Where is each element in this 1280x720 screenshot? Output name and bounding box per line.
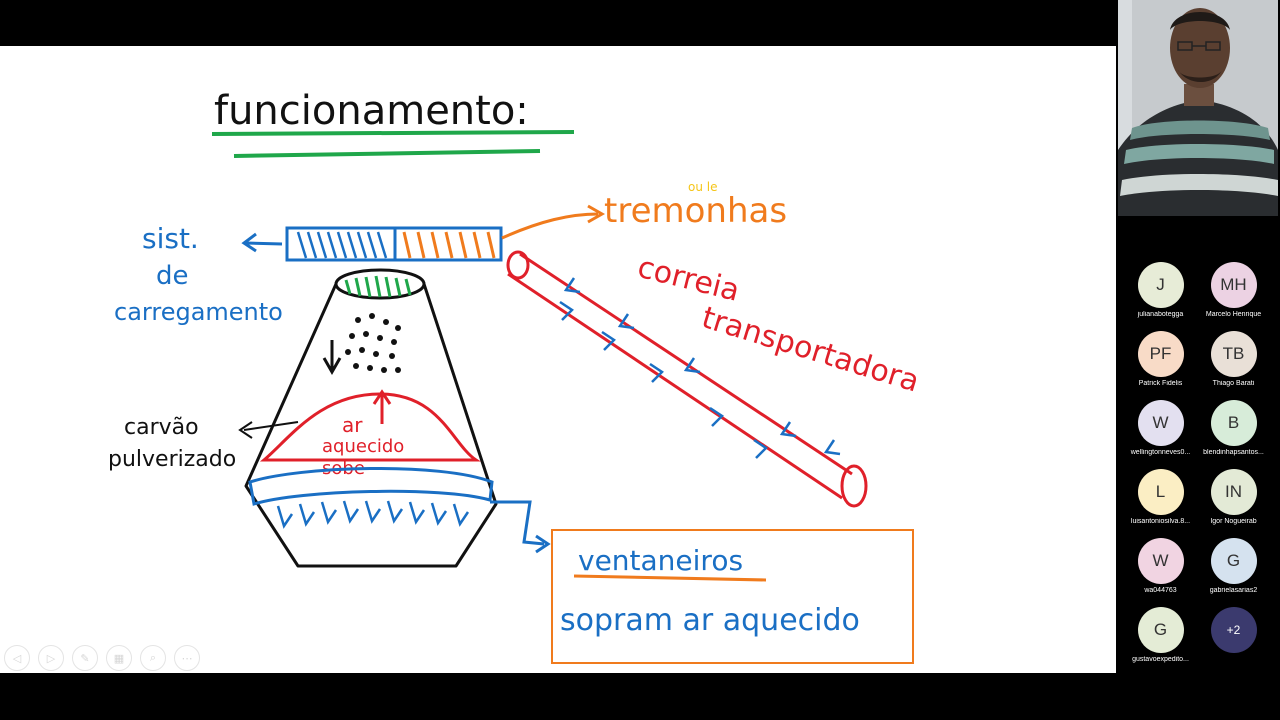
label-aquecido: aquecido xyxy=(322,436,404,457)
rising-arrow xyxy=(372,389,392,424)
participant-name: gabrielasarias2 xyxy=(1209,587,1258,594)
whiteboard-slide: funcionamento: sist. de carregamento tre… xyxy=(0,46,1116,673)
blower-arrows xyxy=(276,500,470,529)
participant-tile[interactable]: W wa044763 xyxy=(1124,538,1197,594)
participant-name: wellingtonneves0... xyxy=(1130,449,1191,456)
label-ou-le: ou le xyxy=(688,180,717,194)
participant-grid: J julianaboteggа MH Marcelo Henrique PF … xyxy=(1124,262,1272,663)
title-text: funcionamento: xyxy=(214,88,529,134)
avatar: J xyxy=(1137,262,1184,308)
presenter-camera[interactable] xyxy=(1118,0,1278,216)
participant-name: Patrick Fidelis xyxy=(1138,380,1183,387)
arrow-to-carvao xyxy=(238,421,299,439)
avatar: G xyxy=(1210,538,1257,584)
arrow-head-tremonhas xyxy=(587,204,606,224)
more-participants-button[interactable]: +2 xyxy=(1197,607,1270,663)
avatar: TB xyxy=(1210,331,1257,377)
belt-direction-arrows xyxy=(559,277,841,459)
furnace-top-hatch xyxy=(344,275,412,298)
avatar: L xyxy=(1137,469,1184,515)
avatar: W xyxy=(1137,538,1184,584)
participant-tile[interactable]: L luisantoniosilva.8... xyxy=(1124,469,1197,525)
belt-roller-bottom xyxy=(840,464,868,508)
participant-name: Marcelo Henrique xyxy=(1205,311,1262,318)
charging-bar-orange-hatch xyxy=(402,231,496,259)
label-de: de xyxy=(156,261,189,291)
ventaneiros-underline xyxy=(573,574,767,582)
ventaneiros-box xyxy=(551,529,914,664)
prev-icon[interactable]: ◁ xyxy=(4,645,30,671)
avatar: B xyxy=(1210,400,1257,446)
label-sist: sist. xyxy=(142,222,199,255)
participant-tile[interactable]: IN Igor Nogueirab xyxy=(1197,469,1270,525)
label-correia: correia xyxy=(634,250,743,309)
participant-tile[interactable]: J julianaboteggа xyxy=(1124,262,1197,318)
participant-name: wa044763 xyxy=(1144,587,1177,594)
blower-band xyxy=(248,467,494,506)
arrow-to-sist xyxy=(241,232,283,253)
label-ventaneiros: ventaneiros xyxy=(578,544,743,577)
avatar: +2 xyxy=(1210,607,1257,653)
participant-tile[interactable]: TB Thiago Barati xyxy=(1197,331,1270,387)
avatar: PF xyxy=(1137,331,1184,377)
participant-name: Thiago Barati xyxy=(1212,380,1255,387)
participant-tile[interactable]: B blendinhapsantos... xyxy=(1197,400,1270,456)
charging-bar-orange xyxy=(393,226,503,262)
label-ar: ar xyxy=(342,413,363,437)
pen-icon[interactable]: ✎ xyxy=(72,645,98,671)
avatar: IN xyxy=(1210,469,1257,515)
next-icon[interactable]: ▷ xyxy=(38,645,64,671)
title-underline-1 xyxy=(211,130,575,136)
presenter-video xyxy=(1118,0,1278,216)
participant-tile[interactable]: G gustavoexpedito... xyxy=(1124,607,1197,663)
furnace-body xyxy=(244,283,498,568)
arrow-to-tremonhas xyxy=(501,212,599,240)
participant-tile[interactable]: G gabrielasarias2 xyxy=(1197,538,1270,594)
participant-name: blendinhapsantos... xyxy=(1203,449,1264,456)
slide-toolbar: ◁ ▷ ✎ ▦ ⌕ ⋯ xyxy=(4,645,200,671)
belt-roller-top xyxy=(506,250,530,280)
label-tremonhas: tremonhas xyxy=(604,191,787,231)
participant-name: Igor Nogueirab xyxy=(1210,518,1257,525)
participant-tile[interactable]: MH Marcelo Henrique xyxy=(1197,262,1270,318)
participant-tile[interactable]: W wellingtonneves0... xyxy=(1124,400,1197,456)
charging-bar-blue-hatch xyxy=(296,231,388,259)
label-carregamento: carregamento xyxy=(114,298,283,326)
zoom-icon[interactable]: ⌕ xyxy=(140,645,166,671)
slides-icon[interactable]: ▦ xyxy=(106,645,132,671)
label-transportadora: transportadora xyxy=(698,300,924,399)
falling-arrow xyxy=(322,340,342,376)
participant-name: julianaboteggа xyxy=(1137,311,1184,318)
participant-tile[interactable]: PF Patrick Fidelis xyxy=(1124,331,1197,387)
label-pulverizado: pulverizado xyxy=(108,447,236,472)
label-carvao: carvão xyxy=(124,415,199,440)
title-underline-2 xyxy=(233,149,541,158)
belt-bottom-edge xyxy=(507,272,843,500)
label-sopram: sopram ar aquecido xyxy=(560,603,860,638)
participant-name: gustavoexpedito... xyxy=(1132,656,1189,663)
avatar: W xyxy=(1137,400,1184,446)
more-icon[interactable]: ⋯ xyxy=(174,645,200,671)
avatar: G xyxy=(1137,607,1184,653)
avatar: MH xyxy=(1210,262,1257,308)
arrow-to-ventaneiros xyxy=(490,500,551,554)
participant-name: luisantoniosilva.8... xyxy=(1130,518,1191,525)
whiteboard-drawing: funcionamento: sist. de carregamento tre… xyxy=(108,88,924,664)
coal-particles xyxy=(345,313,401,373)
